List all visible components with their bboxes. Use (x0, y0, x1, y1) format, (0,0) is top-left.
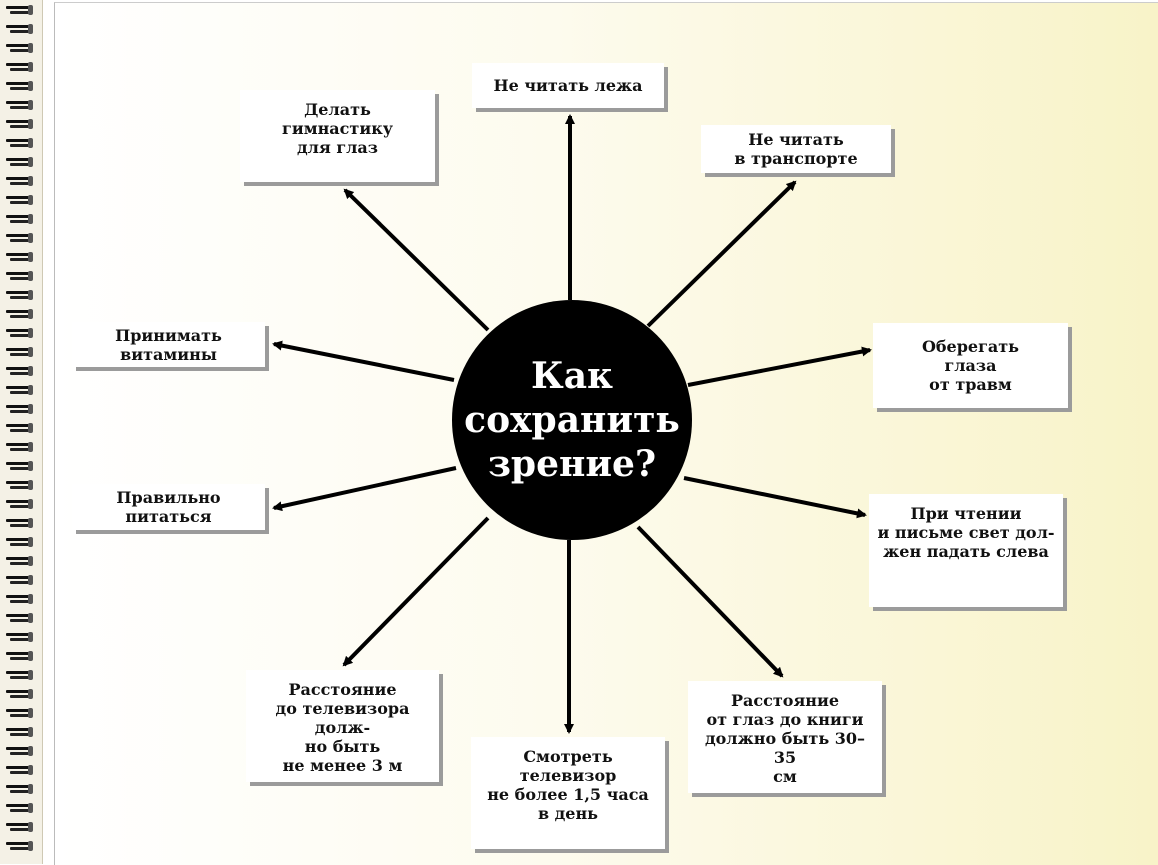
arrow-injury (687, 346, 872, 387)
spiral-ring (6, 347, 34, 357)
spiral-ring (6, 214, 34, 224)
spiral-ring (6, 727, 34, 737)
tip-not-reading-lying: Не читать лежа (472, 63, 664, 108)
spiral-ring (6, 594, 34, 604)
arrow-light (683, 476, 867, 519)
spiral-ring (6, 708, 34, 718)
tip-book-distance: Расстояние от глаз до книги должно быть … (688, 681, 882, 793)
arrow-gymnastics (343, 188, 490, 332)
tip-not-reading-transport: Не читать в транспорте (701, 125, 891, 173)
spiral-ring (6, 233, 34, 243)
arrow-nutrition (272, 466, 457, 512)
spiral-ring (6, 252, 34, 262)
spiral-ring (6, 423, 34, 433)
tip-eye-gymnastics: Делать гимнастику для глаз (240, 90, 435, 182)
spiral-ring (6, 119, 34, 129)
spiral-ring (6, 385, 34, 395)
tip-tv-time: Смотреть телевизор не более 1,5 часа в д… (471, 737, 665, 849)
spiral-ring (6, 157, 34, 167)
spiral-ring (6, 746, 34, 756)
spiral-ring (6, 43, 34, 53)
spiral-ring (6, 328, 34, 338)
spiral-ring (6, 518, 34, 528)
spiral-ring (6, 765, 34, 775)
spiral-ring (6, 822, 34, 832)
spiral-ring (6, 442, 34, 452)
spiral-ring (6, 176, 34, 186)
spiral-ring (6, 461, 34, 471)
spiral-ring (6, 499, 34, 509)
spiral-ring (6, 537, 34, 547)
spiral-ring (6, 575, 34, 585)
spiral-ring (6, 100, 34, 110)
tip-light-from-left: При чтении и письме свет дол- жен падать… (869, 494, 1063, 607)
spiral-ring (6, 689, 34, 699)
spiral-ring (6, 784, 34, 794)
spiral-ring (6, 309, 34, 319)
spiral-ring (6, 404, 34, 414)
arrow-vitamins (272, 340, 455, 382)
spiral-ring (6, 366, 34, 376)
spiral-ring (6, 841, 34, 851)
arrow-transport (646, 180, 797, 328)
spiral-ring (6, 290, 34, 300)
spiral-ring (6, 632, 34, 642)
spiral-ring (6, 613, 34, 623)
spiral-ring (6, 670, 34, 680)
spiral-ring (6, 81, 34, 91)
spiral-ring (6, 271, 34, 281)
spiral-ring (6, 138, 34, 148)
spiral-ring (6, 556, 34, 566)
tip-proper-nutrition: Правильно питаться (72, 484, 265, 530)
spiral-ring (6, 195, 34, 205)
notebook-spiral-binding (0, 0, 43, 864)
tip-tv-distance: Расстояние до телевизора долж- но быть н… (246, 670, 439, 782)
spiral-ring (6, 5, 34, 15)
tip-protect-eyes-injury: Оберегать глаза от травм (873, 323, 1068, 408)
spiral-ring (6, 24, 34, 34)
spiral-ring (6, 803, 34, 813)
tip-take-vitamins: Принимать витамины (72, 322, 265, 367)
center-question-circle: Как сохранить зрение? (452, 300, 692, 540)
spiral-ring (6, 651, 34, 661)
arrow-book-distance (636, 525, 784, 678)
spiral-ring (6, 480, 34, 490)
arrow-tv-distance (342, 516, 490, 667)
spiral-ring (6, 62, 34, 72)
